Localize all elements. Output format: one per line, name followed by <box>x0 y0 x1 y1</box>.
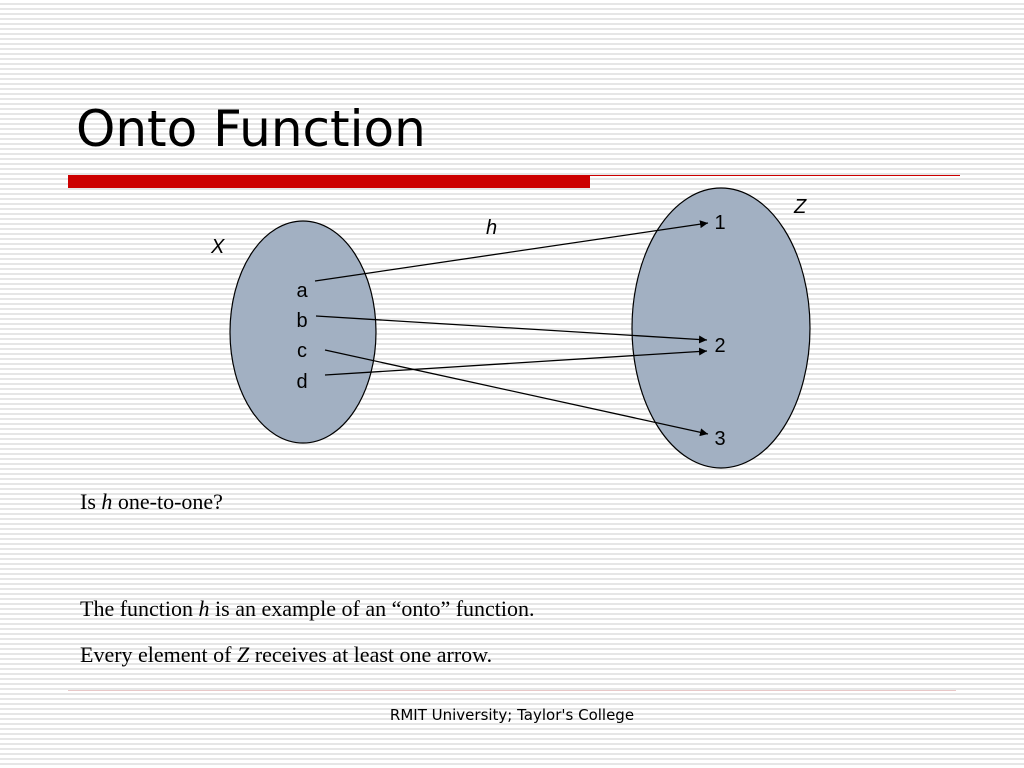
arrow-a-to-1 <box>314 220 709 282</box>
question-text: Is h one-to-one? <box>80 489 223 515</box>
line2-var: Z <box>237 642 250 667</box>
question-post: one-to-one? <box>112 489 223 514</box>
function-label: h <box>486 217 497 239</box>
codomain-element-2: 2 <box>714 335 725 357</box>
line2-post: receives at least one arrow. <box>249 642 493 667</box>
slide-title: Onto Function <box>76 100 426 158</box>
line2-pre: Every element of <box>80 642 237 667</box>
codomain-element-1: 1 <box>714 212 725 234</box>
codomain-set-z <box>631 187 811 469</box>
onto-definition: Every element of Z receives at least one… <box>80 642 492 668</box>
onto-statement: The function h is an example of an “onto… <box>80 596 535 622</box>
domain-element-d: d <box>296 371 307 393</box>
arrow-b-to-2 <box>315 315 708 344</box>
domain-element-a: a <box>296 280 308 302</box>
footer-divider <box>68 690 956 691</box>
domain-set-x <box>229 220 377 444</box>
arrow-d-to-2 <box>324 347 708 376</box>
line1-post: is an example of an “onto” function. <box>209 596 535 621</box>
domain-element-c: c <box>297 340 307 362</box>
line1-var: h <box>198 596 210 621</box>
domain-set-label: X <box>210 236 225 258</box>
codomain-set-label: Z <box>793 196 807 218</box>
footer-text: RMIT University; Taylor's College <box>389 706 635 724</box>
codomain-element-3: 3 <box>714 428 725 450</box>
domain-element-b: b <box>296 310 307 332</box>
line1-pre: The function <box>80 596 199 621</box>
question-var: h <box>101 489 113 514</box>
arrow-c-to-3 <box>324 349 709 437</box>
title-underline-thin <box>590 175 960 176</box>
title-underline-bar <box>68 175 590 188</box>
question-pre: Is <box>80 489 102 514</box>
